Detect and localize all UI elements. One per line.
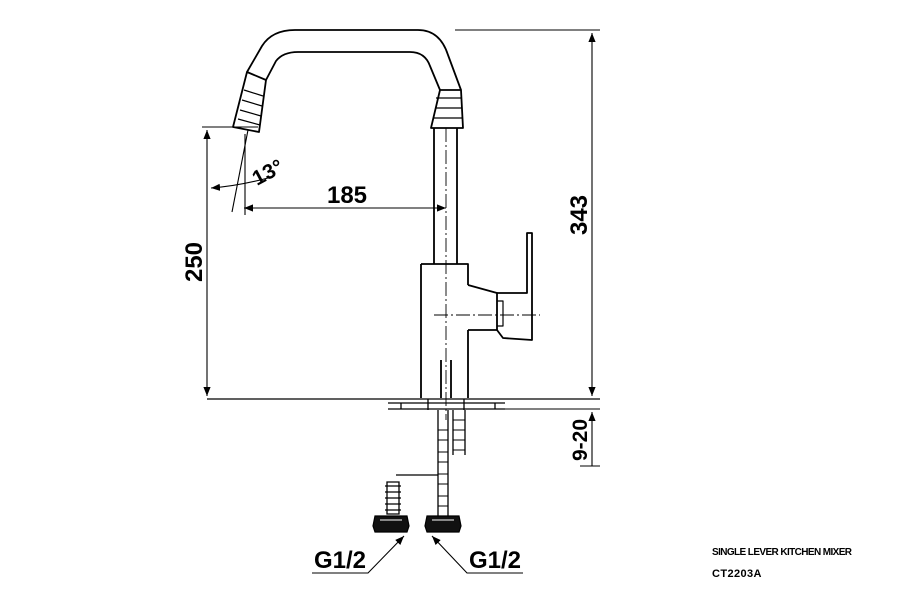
dim-label-inlet-left: G1/2 [314, 547, 366, 574]
dim-label-inlet-right: G1/2 [469, 547, 521, 574]
lever-top [496, 232, 533, 341]
fitting-left [385, 481, 401, 515]
faucet-outline [232, 29, 533, 398]
spout-outer [246, 29, 462, 91]
nut-right [424, 515, 462, 533]
lever-joint [497, 300, 504, 327]
mounting-studs [427, 399, 465, 410]
dim-label-height: 250 [181, 242, 208, 282]
dimension-lines [202, 29, 600, 574]
dim-label-reach: 185 [327, 182, 367, 209]
nut-left [372, 515, 410, 533]
column-body [433, 128, 458, 264]
dim-label-deck: 9-20 [569, 419, 592, 461]
angle-leg-tilted [231, 129, 249, 213]
mixer-body [420, 263, 469, 398]
leader-inlet-right [431, 535, 523, 574]
spout-tip [232, 71, 267, 133]
model-code: CT2203A [712, 568, 762, 580]
deck-and-mounting [207, 398, 600, 520]
center-axis [434, 128, 540, 420]
deck-plate [388, 402, 505, 410]
column-head [430, 89, 464, 129]
angle-arc [210, 177, 269, 191]
base-neck [440, 360, 452, 398]
column-head-hatch [434, 97, 463, 119]
hose-hatch [438, 419, 465, 507]
aerator-hatch [237, 89, 264, 126]
leader-inlet-left [312, 535, 405, 574]
inlet-nuts [372, 515, 462, 533]
title-block: SINGLE LEVER KITCHEN MIXER CT2203A [712, 546, 852, 581]
dim-label-total-height: 343 [566, 195, 593, 235]
hose-left [437, 410, 449, 520]
product-name: SINGLE LEVER KITCHEN MIXER [712, 547, 852, 558]
spout-inner [265, 51, 441, 91]
lever-handle [467, 284, 498, 331]
dim-label-angle: 13° [249, 155, 288, 190]
hose-right [452, 410, 466, 455]
